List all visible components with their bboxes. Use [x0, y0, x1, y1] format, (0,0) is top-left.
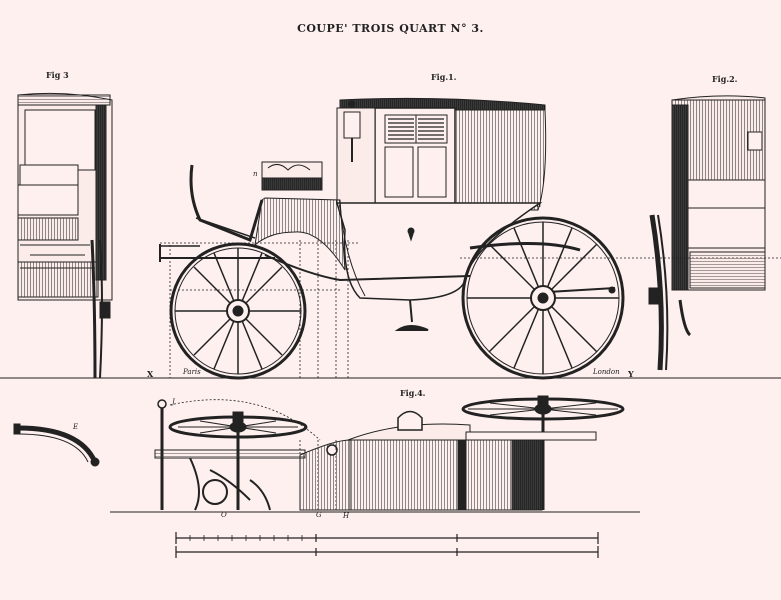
fig3-label: Fig 3 — [46, 70, 69, 80]
rear-wheel — [461, 216, 625, 380]
scale-bars — [175, 532, 599, 558]
fig4-label: Fig.4. — [400, 388, 426, 398]
place-left-label: Paris — [183, 368, 201, 376]
axis-x-label: X — [147, 369, 154, 379]
fig4-plan-view — [110, 395, 640, 513]
front-wheel — [169, 242, 307, 380]
letter-o: O — [221, 511, 227, 519]
letter-j: J — [172, 398, 175, 406]
fig2-end-view — [648, 95, 766, 371]
letter-g: G — [316, 511, 322, 519]
letter-n: n — [253, 170, 258, 178]
fig1-side-view — [159, 97, 781, 378]
fig1-label: Fig.1. — [431, 72, 457, 82]
letter-e: E — [73, 423, 79, 431]
axis-y-label: Y — [628, 369, 634, 379]
plate-title: COUPE' TROIS QUART N° 3. — [297, 22, 484, 35]
fig3-end-view — [17, 92, 113, 379]
fig2-label: Fig.2. — [712, 74, 738, 84]
place-right-label: London — [593, 368, 620, 376]
letter-h: H — [343, 512, 350, 520]
detail-e — [13, 423, 100, 467]
